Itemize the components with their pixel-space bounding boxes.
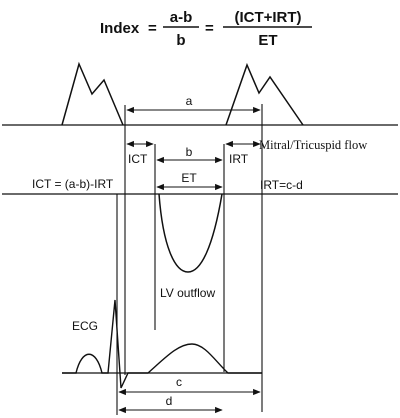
formula-numerator-1: a-b (170, 9, 193, 26)
label-d: d (166, 394, 173, 408)
mitral-flow-wave-left (61, 61, 124, 126)
label-ict-formula: ICT = (a-b)-IRT (32, 177, 114, 191)
label-lv-outflow: LV outflow (160, 286, 215, 300)
label-c: c (176, 375, 182, 389)
formula-equals-2: = (205, 20, 214, 37)
formula-numerator-2: (ICT+IRT) (234, 9, 301, 26)
label-ecg: ECG (72, 319, 98, 333)
label-mitral-tricuspid-flow: Mitral/Tricuspid flow (259, 138, 367, 152)
label-irt: IRT (229, 152, 249, 166)
label-ict: ICT (128, 152, 148, 166)
label-et: ET (181, 171, 197, 185)
label-b: b (186, 145, 193, 159)
formula-lhs: Index (100, 20, 140, 37)
lv-outflow-wave (158, 193, 223, 273)
label-irt-formula: IRT=c-d (260, 178, 303, 192)
mitral-flow-wave-right (225, 62, 304, 126)
ecg-trace (62, 299, 262, 389)
formula-denominator-1: b (176, 32, 185, 49)
formula-equals-1: = (148, 20, 157, 37)
index-formula: Index = a-b b = (ICT+IRT) ET (100, 9, 312, 49)
label-a: a (186, 94, 193, 108)
formula-denominator-2: ET (258, 32, 277, 49)
